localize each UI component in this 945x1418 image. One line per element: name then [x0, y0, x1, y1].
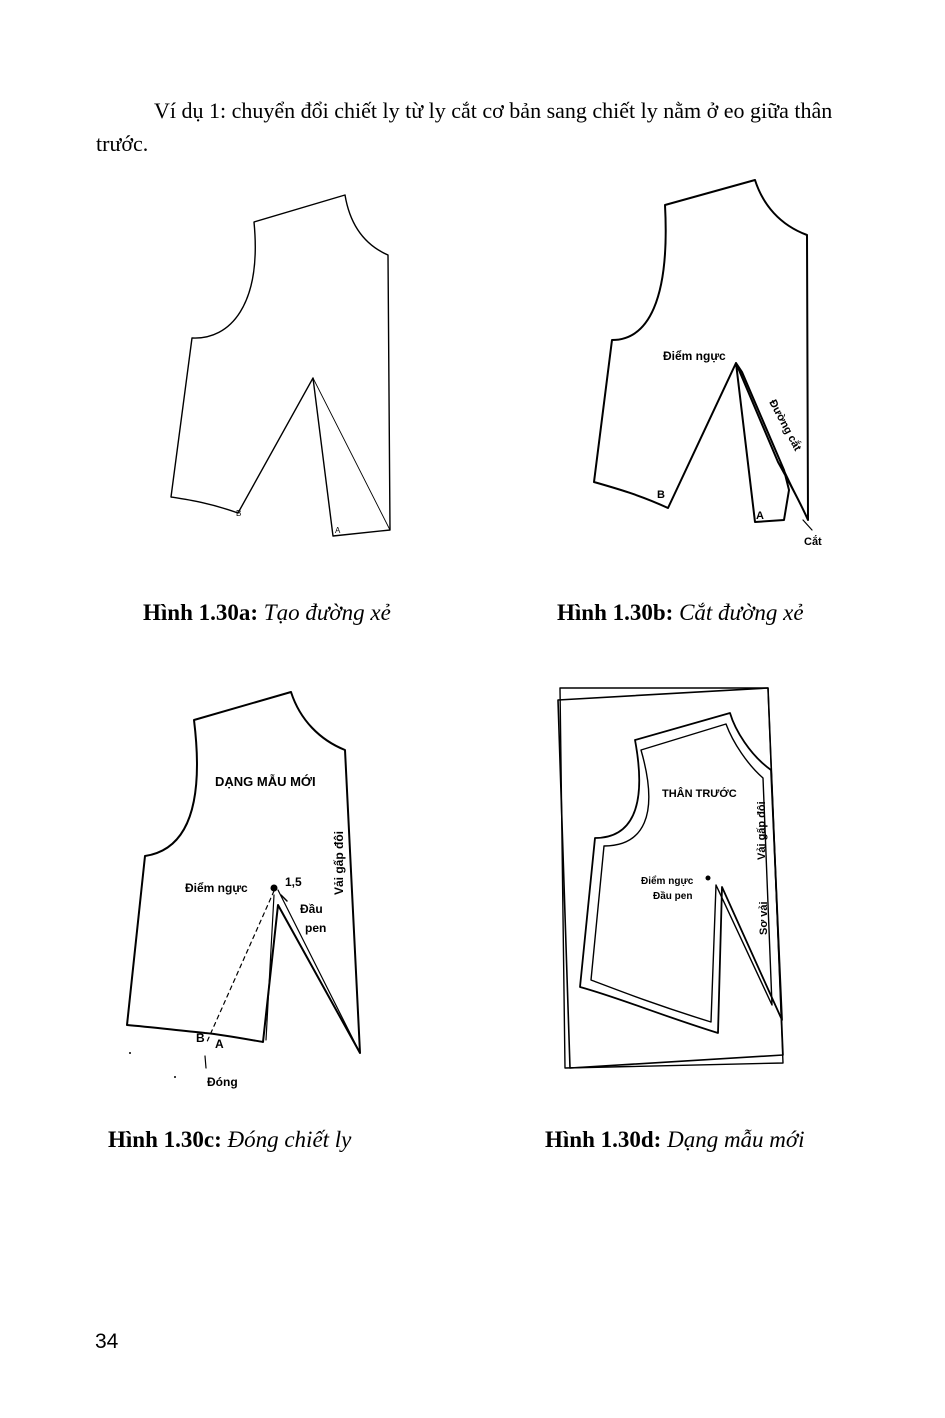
figure-1-30d-diagram: THÂN TRƯỚC Vải gấp đôi Điểm ngực Đầu pen…: [557, 687, 784, 1069]
page-number: 34: [95, 1330, 119, 1353]
caption-title: Dạng mẫu mới: [667, 1127, 805, 1152]
front-bodice-outline: [170, 194, 391, 537]
dart-end-label-1: Đầu: [300, 902, 323, 916]
figure-1-30a-diagram: B A: [170, 194, 391, 537]
point-b-label: B: [196, 1031, 205, 1045]
dart-leg-inner: [265, 894, 275, 1041]
dart-end-label: Đầu pen: [653, 890, 692, 902]
measure-label: 1,5: [285, 875, 302, 889]
bust-point-dot: [270, 884, 278, 892]
new-pattern-label: DẠNG MẪU MỚI: [215, 774, 316, 789]
intro-paragraph: Ví dụ 1: chuyển đổi chiết ly từ ly cắt c…: [96, 98, 833, 156]
pattern-outer-outline: [579, 712, 783, 1034]
caption-number: Hình 1.30a:: [143, 600, 259, 625]
cut-line-label: Đường cắt: [766, 397, 804, 453]
close-arrow: [204, 1055, 207, 1069]
cut-label: Cắt: [804, 535, 822, 548]
dart-end-label-2: pen: [305, 921, 326, 935]
point-a-label: A: [215, 1037, 224, 1051]
figure-1-30c-diagram: DẠNG MẪU MỚI Vải gấp đôi Điểm ngực 1,5 Đ…: [126, 691, 361, 1089]
dart-leg-right: [277, 889, 361, 1054]
paper-sheet-front: [557, 687, 784, 1069]
figure-1-30a-caption: Hình 1.30a: Tạo đường xẻ: [143, 600, 391, 626]
caption-number: Hình 1.30d:: [545, 1127, 662, 1152]
figure-1-30b-diagram: Điểm ngực Đường cắt B A Cắt: [593, 179, 822, 548]
stray-mark: [174, 1076, 176, 1078]
caption-title: Cắt đường xẻ: [679, 600, 804, 625]
stray-mark: [129, 1052, 131, 1054]
figure-1-30b-caption: Hình 1.30b: Cắt đường xẻ: [557, 600, 804, 626]
paper-sheet-back: [559, 687, 784, 1069]
figure-1-30c-caption: Hình 1.30c: Đóng chiết ly: [108, 1127, 351, 1153]
bust-point-dot: [705, 875, 711, 881]
fold-label: Vải gấp đôi: [756, 801, 768, 860]
caption-number: Hình 1.30c:: [108, 1127, 222, 1152]
bust-point-label: Điểm ngực: [641, 875, 694, 887]
cut-arrow: [802, 519, 813, 531]
dart-dashed-line: [205, 890, 275, 1045]
caption-title: Đóng chiết ly: [227, 1127, 352, 1152]
front-bodice-label: THÂN TRƯỚC: [662, 787, 737, 800]
point-b-label: B: [236, 509, 241, 518]
selvedge-label: Sơ vải: [758, 901, 770, 935]
caption-title: Tạo đường xẻ: [263, 600, 391, 625]
pattern-inner-outline: [590, 723, 773, 1023]
new-pattern-outline: [126, 691, 361, 1054]
dart-end-arrow: [280, 894, 288, 902]
point-a-label: A: [756, 510, 764, 522]
bust-point-label: Điểm ngực: [663, 349, 726, 363]
caption-number: Hình 1.30b:: [557, 600, 674, 625]
close-label: Đóng: [207, 1075, 238, 1089]
point-a-label: A: [335, 526, 341, 535]
cut-flap: [783, 469, 809, 521]
bust-point-label: Điểm ngực: [185, 881, 248, 895]
front-bodice-outline: [593, 179, 809, 523]
slash-line: [312, 377, 391, 531]
figure-1-30d-caption: Hình 1.30d: Dạng mẫu mới: [545, 1127, 805, 1153]
fold-label: Vải gấp đôi: [332, 831, 346, 895]
point-b-label: B: [657, 489, 665, 501]
